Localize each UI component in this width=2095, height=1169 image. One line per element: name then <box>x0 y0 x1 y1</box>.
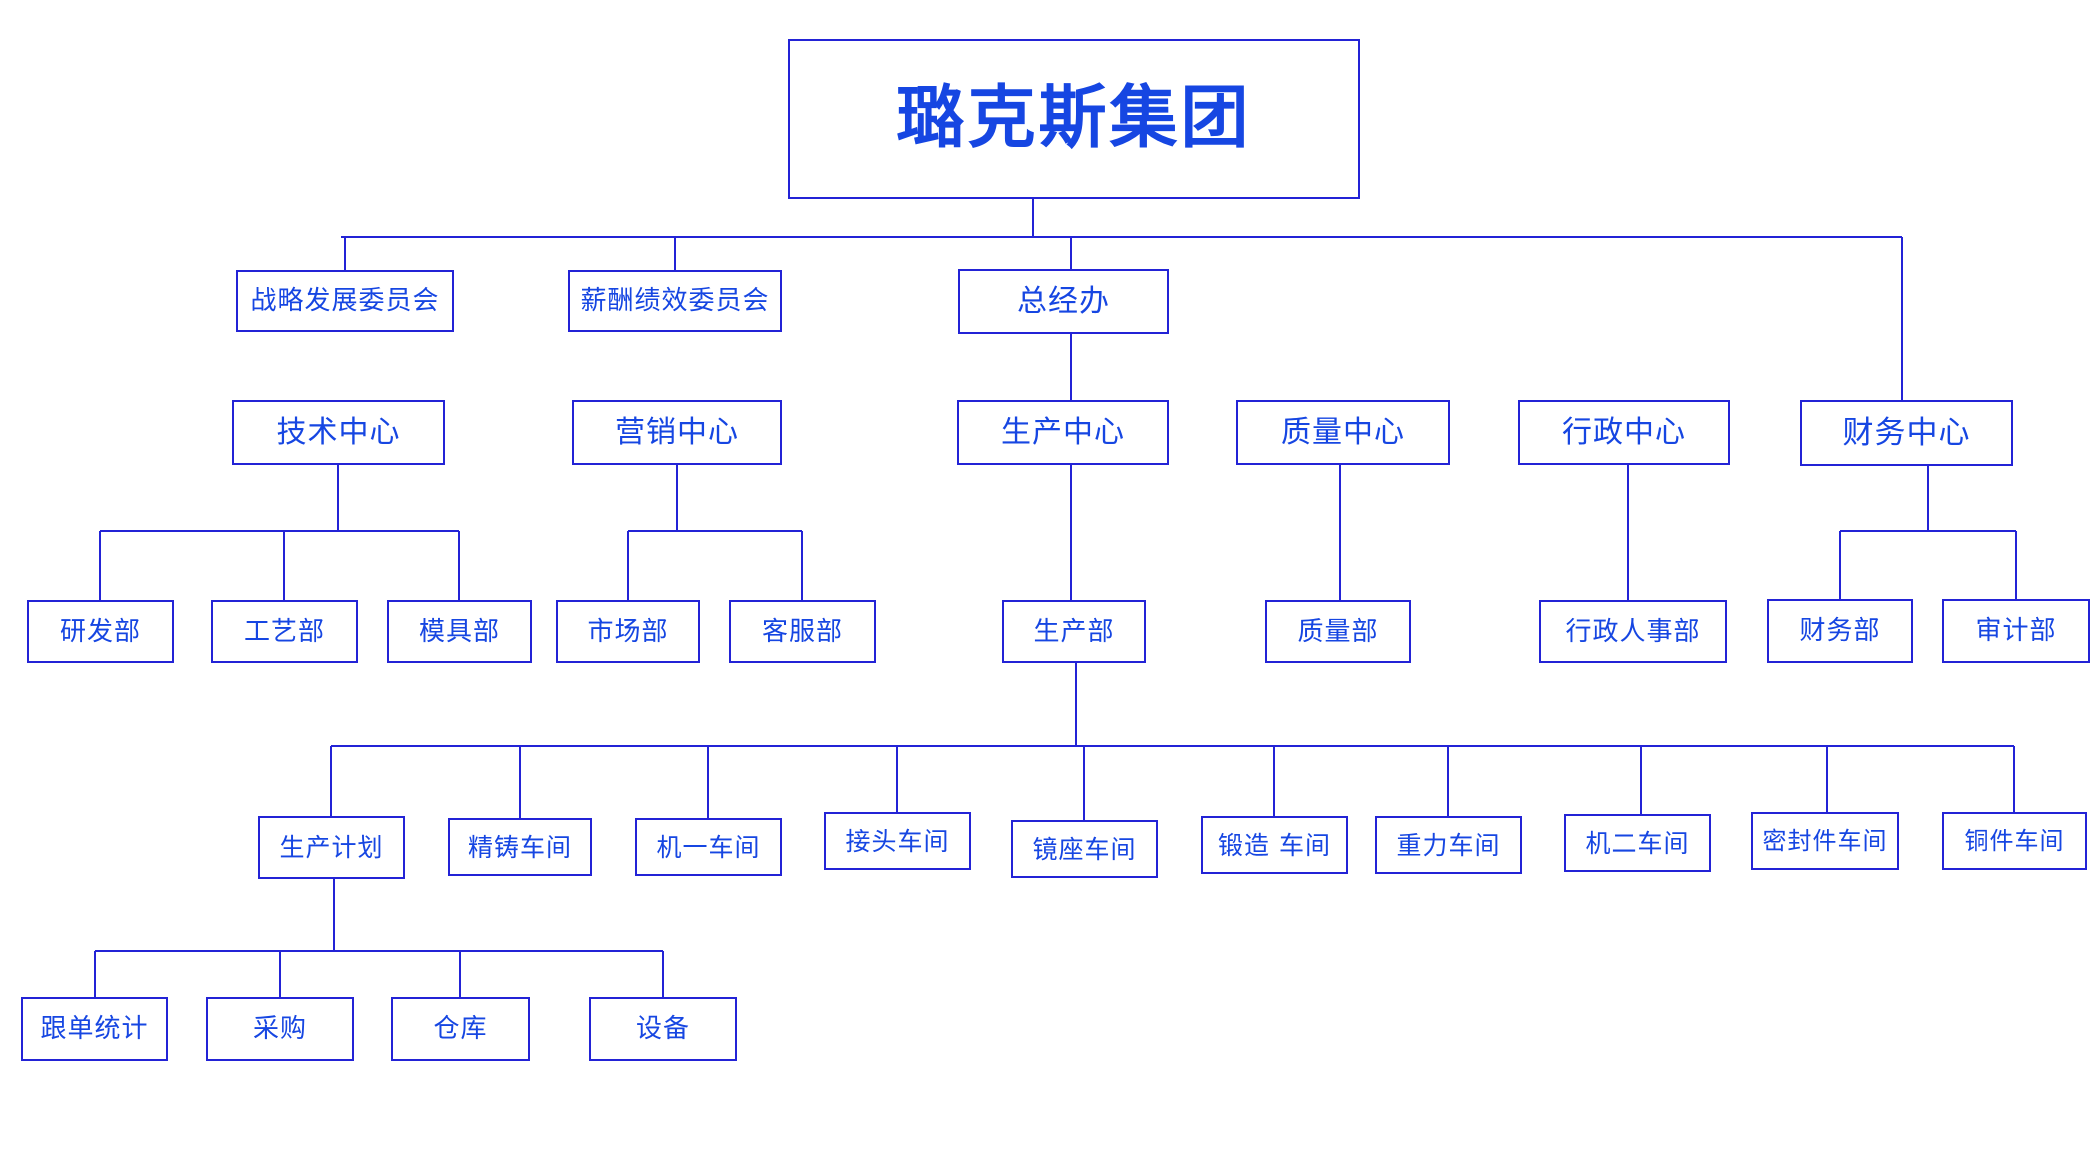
org-node-label-customer-service-dept: 客服部 <box>761 616 843 647</box>
org-node-label-marketing-center: 营销中心 <box>615 414 739 450</box>
org-node-mold-dept: 模具部 <box>387 600 532 663</box>
org-node-market-dept: 市场部 <box>556 600 700 663</box>
org-node-label-gm-office: 总经办 <box>1017 283 1110 319</box>
org-node-compensation-committee: 薪酬绩效委员会 <box>568 270 782 332</box>
org-node-production-center: 生产中心 <box>957 400 1169 465</box>
org-node-warehouse: 仓库 <box>391 997 530 1061</box>
org-node-precision-casting-workshop: 精铸车间 <box>448 818 592 876</box>
org-node-label-gravity-workshop: 重力车间 <box>1396 830 1501 860</box>
org-node-equipment: 设备 <box>589 997 737 1061</box>
org-node-label-compensation-committee: 薪酬绩效委员会 <box>580 286 770 316</box>
org-node-machining-1-workshop: 机一车间 <box>635 818 782 876</box>
org-node-label-strategy-committee: 战略发展委员会 <box>250 286 440 316</box>
org-node-label-audit-dept: 审计部 <box>1975 616 2057 646</box>
org-node-mirror-seat-workshop: 镜座车间 <box>1011 820 1158 878</box>
org-node-finance-center: 财务中心 <box>1800 400 2013 466</box>
org-node-purchasing: 采购 <box>206 997 354 1061</box>
org-node-group: 璐克斯集团 <box>788 39 1360 199</box>
org-node-machining-2-workshop: 机二车间 <box>1564 814 1711 872</box>
org-node-label-production-planning: 生产计划 <box>279 833 384 862</box>
org-node-process-dept: 工艺部 <box>211 600 358 663</box>
org-node-label-mirror-seat-workshop: 镜座车间 <box>1032 834 1137 864</box>
org-node-label-seal-parts-workshop: 密封件车间 <box>1762 827 1888 855</box>
org-node-label-process-dept: 工艺部 <box>243 616 325 647</box>
org-node-seal-parts-workshop: 密封件车间 <box>1751 812 1899 870</box>
org-node-label-rnd-dept: 研发部 <box>59 616 141 647</box>
org-node-label-mold-dept: 模具部 <box>418 616 500 647</box>
org-node-label-finance-dept: 财务部 <box>1799 616 1881 646</box>
org-node-rnd-dept: 研发部 <box>27 600 174 663</box>
org-node-marketing-center: 营销中心 <box>572 400 782 465</box>
org-node-strategy-committee: 战略发展委员会 <box>236 270 454 332</box>
org-node-production-dept: 生产部 <box>1002 600 1146 663</box>
org-node-order-tracking-stats: 跟单统计 <box>21 997 168 1061</box>
org-node-label-production-center: 生产中心 <box>1001 414 1125 450</box>
org-node-quality-center: 质量中心 <box>1236 400 1450 465</box>
org-node-admin-hr-dept: 行政人事部 <box>1539 600 1727 663</box>
org-node-label-quality-dept: 质量部 <box>1297 616 1379 647</box>
org-node-label-equipment: 设备 <box>635 1014 690 1044</box>
org-node-gm-office: 总经办 <box>958 269 1169 334</box>
org-node-joint-workshop: 接头车间 <box>824 812 971 870</box>
org-node-label-machining-1-workshop: 机一车间 <box>656 832 761 862</box>
org-node-label-tech-center: 技术中心 <box>276 414 401 450</box>
org-node-tech-center: 技术中心 <box>232 400 445 465</box>
org-node-label-admin-hr-dept: 行政人事部 <box>1565 616 1701 647</box>
org-node-customer-service-dept: 客服部 <box>729 600 876 663</box>
org-node-copper-parts-workshop: 铜件车间 <box>1942 812 2087 870</box>
org-node-label-purchasing: 采购 <box>252 1014 307 1044</box>
org-node-label-admin-center: 行政中心 <box>1562 414 1686 450</box>
org-node-audit-dept: 审计部 <box>1942 599 2090 663</box>
org-node-label-group: 璐克斯集团 <box>896 79 1252 158</box>
org-node-label-forging-workshop: 锻造 车间 <box>1218 830 1331 860</box>
org-node-label-precision-casting-workshop: 精铸车间 <box>467 832 572 862</box>
org-node-admin-center: 行政中心 <box>1518 400 1730 465</box>
org-node-label-machining-2-workshop: 机二车间 <box>1585 828 1690 858</box>
org-node-label-market-dept: 市场部 <box>587 616 669 647</box>
org-node-label-joint-workshop: 接头车间 <box>845 826 950 856</box>
org-node-quality-dept: 质量部 <box>1265 600 1411 663</box>
org-node-label-production-dept: 生产部 <box>1033 616 1115 647</box>
org-node-label-quality-center: 质量中心 <box>1281 414 1405 450</box>
org-node-finance-dept: 财务部 <box>1767 599 1913 663</box>
org-node-label-finance-center: 财务中心 <box>1842 414 1971 451</box>
org-node-forging-workshop: 锻造 车间 <box>1201 816 1348 874</box>
org-node-gravity-workshop: 重力车间 <box>1375 816 1522 874</box>
org-node-label-order-tracking-stats: 跟单统计 <box>40 1014 149 1044</box>
org-node-label-copper-parts-workshop: 铜件车间 <box>1964 827 2065 855</box>
org-node-production-planning: 生产计划 <box>258 816 405 879</box>
org-node-label-warehouse: 仓库 <box>433 1014 488 1044</box>
